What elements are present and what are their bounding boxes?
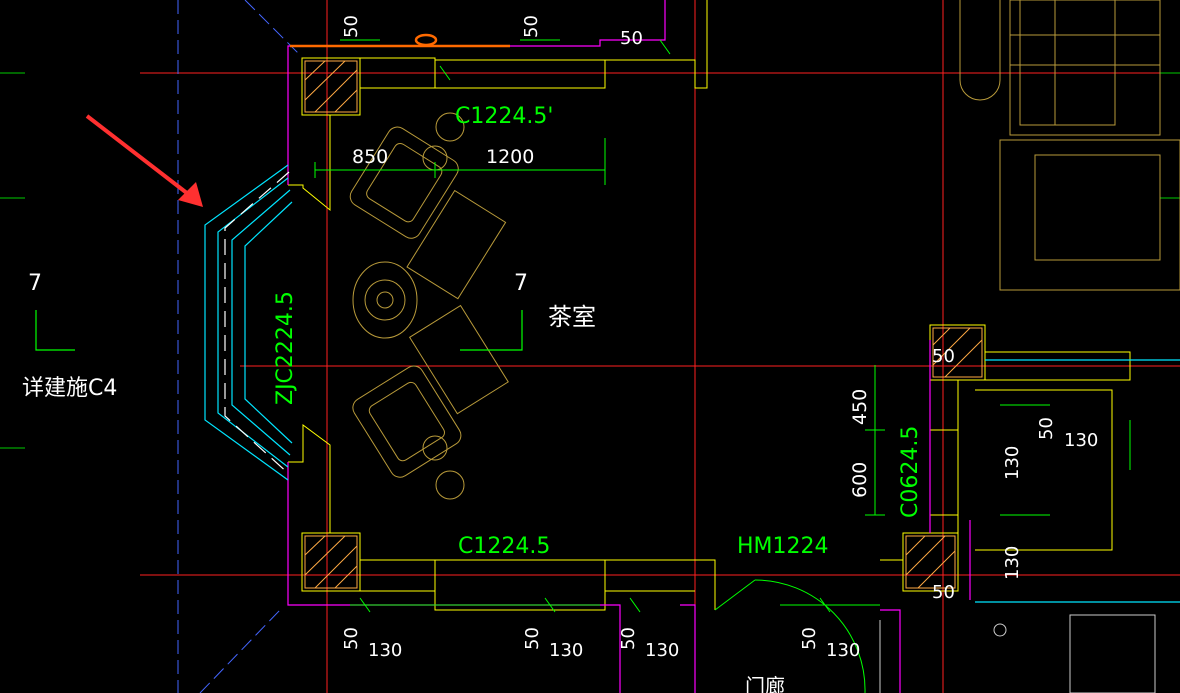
dim-50-bottom-c: 50 — [618, 627, 639, 650]
cabinet-top-right — [959, 0, 1180, 291]
furniture — [349, 112, 509, 500]
dim-130-right-a: 130 — [1064, 430, 1098, 451]
columns — [304, 60, 983, 589]
window-right-label: C0624.5 — [898, 426, 923, 518]
dim-130-right-c: 130 — [1002, 546, 1023, 580]
dim-130-right-b: 130 — [1002, 446, 1023, 480]
outline — [287, 0, 971, 693]
dim-50-right-c: 50 — [1036, 417, 1057, 440]
dim-1200: 1200 — [486, 146, 534, 168]
armchair-top — [349, 126, 507, 300]
dim-130-bottom-c: 130 — [645, 640, 679, 661]
detail-number-left: 7 — [28, 271, 42, 296]
detail-number-mid: 7 — [514, 271, 528, 296]
detail-ref-label: 详建施C4 — [22, 376, 117, 401]
detail-callouts — [35, 310, 523, 351]
dim-50-bottom-d: 50 — [799, 627, 820, 650]
pointer-arrow — [85, 114, 203, 207]
porch-label: 门廊 — [745, 674, 785, 693]
dimension-lines — [314, 39, 1131, 606]
walls — [288, 0, 1131, 611]
bottom-right-fixtures — [879, 614, 1156, 693]
dim-50-top-b: 50 — [521, 15, 542, 38]
door-label: HM1224 — [737, 534, 829, 559]
dim-130-bottom-a: 130 — [368, 640, 402, 661]
bay-window-label: ZJC2224.5 — [273, 291, 298, 405]
dim-850: 850 — [352, 146, 388, 168]
door-swing — [714, 579, 866, 693]
dim-130-bottom-d: 130 — [826, 640, 860, 661]
armchair-bottom — [352, 304, 509, 478]
dim-130-bottom-b: 130 — [549, 640, 583, 661]
dim-50-top-c: 50 — [620, 28, 643, 49]
dim-50-right-b: 50 — [932, 582, 955, 603]
room-name-label: 茶室 — [548, 303, 596, 331]
window-top-label: C1224.5' — [455, 104, 553, 129]
dim-50-top-a: 50 — [341, 15, 362, 38]
dim-450: 450 — [849, 389, 871, 425]
tea-table — [352, 261, 418, 339]
window-bottom-label: C1224.5 — [458, 534, 550, 559]
dim-50-bottom-b: 50 — [522, 627, 543, 650]
bay-window-dash — [224, 171, 290, 475]
highlight-line — [290, 33, 510, 48]
bay-window — [204, 164, 1180, 603]
dim-50-right-a: 50 — [932, 346, 955, 367]
green-markers — [0, 72, 1180, 449]
dim-600: 600 — [849, 462, 871, 498]
dim-50-bottom-a: 50 — [341, 627, 362, 650]
tick-marks — [359, 39, 831, 613]
